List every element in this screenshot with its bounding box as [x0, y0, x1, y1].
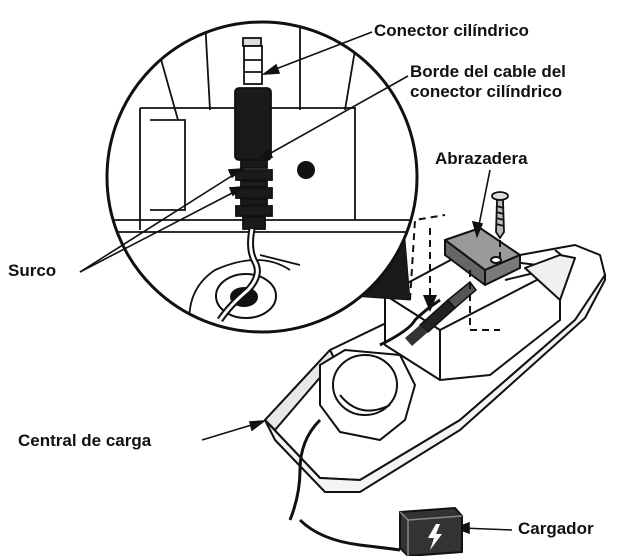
- magnified-view: [105, 20, 419, 334]
- assembly-guides: [409, 214, 501, 331]
- charger-bolt-icon: [428, 524, 442, 550]
- label-groove: Surco: [8, 261, 57, 280]
- label-charger: Cargador: [518, 519, 594, 538]
- leader-lines: [79, 31, 513, 535]
- screw-icon: [491, 191, 509, 240]
- charger: [399, 507, 463, 556]
- label-barrel-edge-line2: conector cilíndrico: [410, 82, 563, 101]
- label-clamp: Abrazadera: [435, 149, 528, 168]
- clamp: [444, 227, 521, 286]
- charging-base: [264, 244, 606, 493]
- label-charging-base: Central de carga: [18, 431, 152, 450]
- label-barrel-edge-line1: Borde del cable del: [410, 62, 566, 81]
- mounting-hole: [297, 161, 315, 179]
- barrel-connector-large: [234, 37, 273, 230]
- label-barrel-connector-edge: Borde del cable del conector cilíndrico: [410, 62, 566, 102]
- label-barrel-connector: Conector cilíndrico: [374, 21, 529, 40]
- guide-arrow: [423, 295, 437, 312]
